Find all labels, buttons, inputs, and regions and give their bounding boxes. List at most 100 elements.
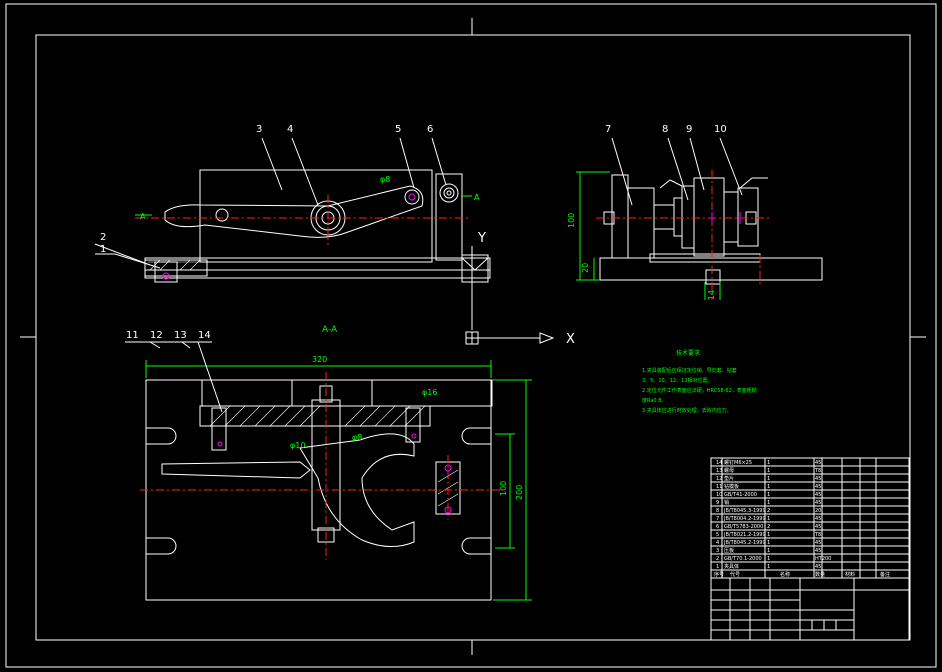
note-line-2: 3、5、10、12、13相对位置。 [642,377,712,384]
balloon-1: 1 [100,244,106,255]
balloon-3: 3 [256,124,262,135]
dim-plan-height: 200 [515,485,524,500]
bom-cell: 45 [815,540,821,546]
bom-cell: 4 [716,540,719,546]
balloon-2: 2 [100,232,106,243]
dim-side-base: 20 [581,263,590,273]
bom-cell: 45 [815,516,821,522]
balloon-14: 14 [198,330,211,341]
bom-cell: 20 [815,508,821,514]
plan-view [140,360,532,601]
outer-border [5,3,937,668]
leaders-plan [125,341,223,413]
bom-cell: JB/T8004.2-1999 [723,516,766,522]
bom-cell: 1 [767,516,770,522]
bom-cell: JB/T8045.3-1999 [723,508,766,514]
bom-cell: 3 [716,548,719,554]
bom-header-cell: 序号 [714,571,724,578]
bom-cell: 45 [815,500,821,506]
bom-cell: 垫片 [724,475,734,482]
bom-cell: 2 [716,556,719,562]
axis-x-label: X [566,332,575,347]
bom-cell: 1 [767,564,770,570]
bom-cell: T8 [814,532,821,538]
section-mark-right: A [474,193,480,202]
bom-cell: 螺钉M6×25 [724,459,752,466]
notes-title: 技术要求 [676,349,700,357]
balloon-8: 8 [662,124,668,135]
bom-cell: 1 [767,476,770,482]
bom-header-cell: 代号 [730,571,740,578]
balloon-4: 4 [287,124,293,135]
balloon-13: 13 [174,330,187,341]
bom-cell: 45 [815,564,821,570]
bom-cell: 45 [815,524,821,530]
axis-y-label: Y [477,231,486,246]
bom-cell: 5 [716,532,719,538]
leaders-side [611,137,743,206]
bom-cell: GB/T41-2000 [724,492,757,498]
bom-cell: 2 [767,508,770,514]
dim-side-height: 100 [567,213,576,228]
note-line-5: 3.夹具体应进行时效处理，去除内应力。 [642,407,732,414]
dim-plan-inner: 100 [499,481,508,496]
bom-cell: JB/T8021.2-1999 [723,532,766,538]
tolerance-plan-1: φ16 [422,388,437,397]
side-view [576,170,823,300]
balloon-9: 9 [686,124,692,135]
bom-cell: 销 [724,499,729,506]
bom-cell: 12 [716,476,722,482]
bom-cell: 14 [716,460,722,466]
bom-cell: 45 [815,484,821,490]
note-line-3: 2.定位元件工作表面应淬硬，HRC58-62，表面粗糙 [642,387,757,394]
bom-cell: 1 [767,556,770,562]
bom-header-cell: 数量 [815,571,825,578]
note-line-4: 度Ra0.8。 [642,397,666,404]
balloon-11: 11 [126,330,139,341]
tolerance-plan-3: φ8 [352,433,362,442]
dim-plan-width: 320 [312,355,327,364]
bom-cell: 7 [716,516,719,522]
bom-cell: 1 [767,484,770,490]
section-title: A-A [322,325,338,335]
bom-header-cell: 名称 [780,571,790,578]
bom-cell: 45 [815,476,821,482]
bom-cell: 45 [815,460,821,466]
bom-cell: GB/T5783-2000 [724,524,763,530]
bom-cell: 45 [815,492,821,498]
bom-cell: 1 [767,500,770,506]
bom-cell: 11 [716,484,722,490]
bom-cell: 1 [767,532,770,538]
bom-cell: HT200 [815,556,831,562]
bom-cell: 45 [815,548,821,554]
tolerance-plan-2: φ10 [290,441,305,450]
bom-cell: 8 [716,508,719,514]
front-view [135,169,491,283]
bom-cell: 1 [767,492,770,498]
bom-cell: 1 [767,540,770,546]
bom-cell: 夹具体 [724,563,739,570]
bom-cell: 6 [716,524,719,530]
leaders-front [94,137,447,269]
bom-cell: 钻模板 [724,483,739,490]
bom-cell: 1 [767,548,770,554]
bom-cell: JB/T8045.2-1999 [723,540,766,546]
bom-cell: 13 [716,468,722,474]
bom-cell: 9 [716,500,719,506]
tolerance-front: φ8 [380,175,390,184]
balloon-6: 6 [427,124,433,135]
bom-cell: 2 [767,524,770,530]
note-line-1: 1.夹具装配后应保证定位销、导向套、钻套 [642,367,737,374]
bom-header-cell: 材料 [845,571,855,578]
bom-cell: 10 [716,492,722,498]
ucs-axis-icon [465,246,555,345]
bom-cell: 1 [767,468,770,474]
section-mark-left: A [140,212,146,221]
balloon-7: 7 [605,124,611,135]
bom-header-cell: 备注 [880,571,890,578]
bom-cell: 1 [767,460,770,466]
bom-cell: GB/T70.1-2000 [724,556,762,562]
bom-cell: 压板 [724,547,734,554]
